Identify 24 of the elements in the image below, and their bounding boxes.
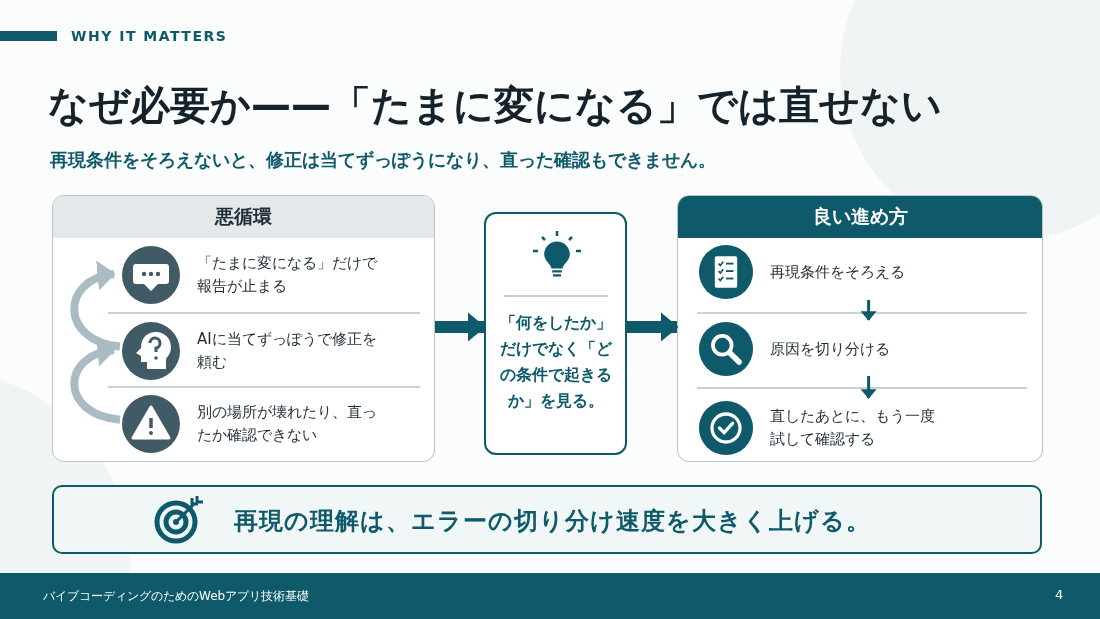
page-number: 4 xyxy=(1055,587,1064,602)
arrow xyxy=(435,312,486,342)
insight-box xyxy=(484,212,627,455)
panel xyxy=(677,195,1043,462)
item-text: 原因を切り分ける xyxy=(770,338,890,360)
arrow xyxy=(860,300,877,321)
section-label: WHY IT MATTERS xyxy=(71,28,228,44)
panel-heading: 悪循環 xyxy=(53,196,434,238)
insight-text: 「何をしたか」だけでなく「どの条件で起きるか」を見る。 xyxy=(499,312,613,412)
item-text: AIに当てずっぽうで修正を頼む xyxy=(197,329,378,373)
summary-banner xyxy=(52,485,1042,554)
arrow xyxy=(70,262,121,351)
arrow xyxy=(860,376,877,399)
subtitle: 再現条件をそろえないと、修正は当てずっぽうになり、直った確認もできません。 xyxy=(50,148,716,172)
summary-text: 再現の理解は、エラーの切り分け速度を大きく上げる。 xyxy=(234,506,871,537)
title: なぜ必要か——「たまに変になる」では直せない xyxy=(48,81,942,130)
arrow xyxy=(627,312,679,342)
item-text: 別の場所が壊れたり、直ったか確認できない xyxy=(197,402,378,446)
footer-text: バイブコーディングのためのWebアプリ技術基礎 xyxy=(43,588,310,605)
item-text: 再現条件をそろえる xyxy=(770,261,905,283)
panel-heading: 良い進め方 xyxy=(678,196,1042,238)
panel xyxy=(52,195,435,462)
item-text: 「たまに変になる」だけで報告が止まる xyxy=(197,253,378,297)
item-text: 直したあとに、もう一度試して確認する xyxy=(770,406,936,450)
